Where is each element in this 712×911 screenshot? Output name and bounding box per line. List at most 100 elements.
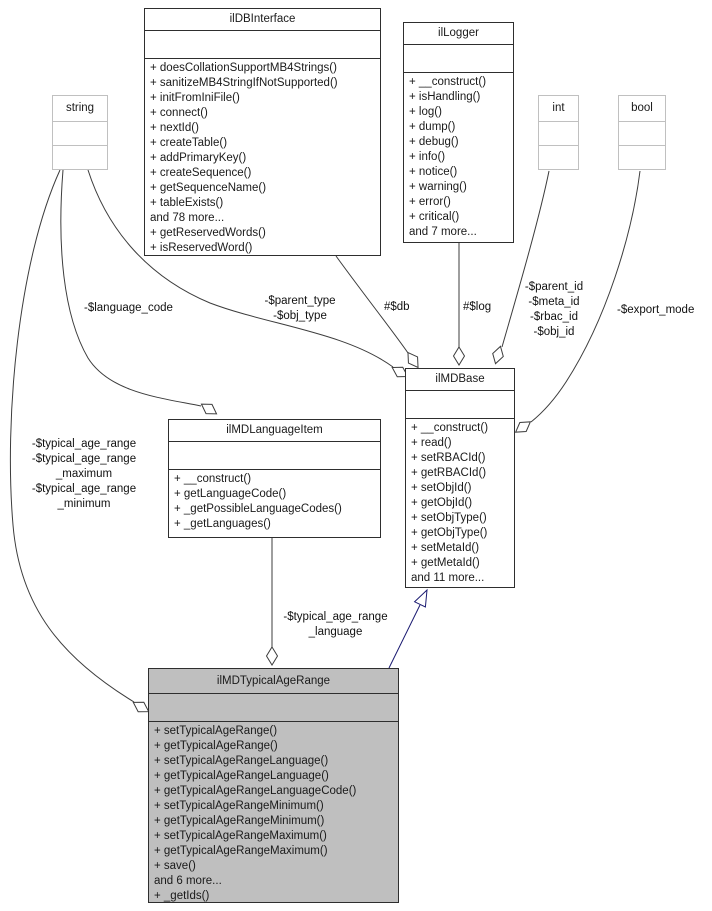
list-line: + __construct() bbox=[411, 422, 489, 434]
list-line: -$obj_id bbox=[533, 326, 575, 338]
edge-string-to-languageitem bbox=[60, 169, 202, 407]
list-line: + getLanguageCode() bbox=[174, 488, 287, 500]
list-line: + getTypicalAgeRangeLanguageCode() bbox=[154, 785, 357, 797]
type-empty-compartment bbox=[619, 122, 665, 146]
class-methods-ildbinterface: + doesCollationSupportMB4Strings()+ sani… bbox=[145, 59, 380, 256]
list-line: + getMetaId() bbox=[411, 557, 480, 569]
list-line: -$typical_age_range bbox=[283, 611, 388, 623]
edge-dbinterface-to-mdbase bbox=[335, 255, 409, 354]
list-line: + setMetaId() bbox=[411, 542, 480, 554]
list-line: + _getPossibleLanguageCodes() bbox=[174, 503, 342, 515]
type-empty-compartment bbox=[619, 146, 665, 169]
class-box-ilmdtypicalagerange: ilMDTypicalAgeRange + setTypicalAgeRange… bbox=[148, 668, 399, 903]
list-line: + notice() bbox=[409, 166, 458, 178]
type-title-bool: bool bbox=[619, 96, 665, 122]
list-line: -$typical_age_range bbox=[31, 453, 137, 465]
class-title-ildbinterface[interactable]: ilDBInterface bbox=[145, 9, 380, 31]
edge-label-language-code: -$language_code bbox=[84, 302, 173, 314]
edge-label-ids: -$parent_id -$meta_id -$rbac_id -$obj_id bbox=[515, 280, 593, 340]
class-methods-ilmdbase: + __construct() + read() + setRBACId() + ge… bbox=[406, 419, 514, 586]
type-box-bool: bool bbox=[618, 95, 666, 170]
type-empty-compartment bbox=[539, 122, 578, 146]
inheritance-arrowhead bbox=[413, 588, 428, 608]
class-box-ildbinterface: ilDBInterface + doesCollationSupportMB4S… bbox=[144, 8, 381, 256]
aggregation-diamond bbox=[407, 351, 419, 369]
list-line: + addPrimaryKey() bbox=[150, 152, 247, 164]
class-attributes-illogger bbox=[404, 45, 513, 73]
list-line: + createSequence() bbox=[150, 167, 252, 179]
edge-string-to-mdbase bbox=[87, 169, 394, 368]
list-line: + warning() bbox=[409, 181, 467, 193]
list-line: + __construct() bbox=[409, 76, 487, 88]
list-line: _maximum bbox=[55, 468, 113, 480]
edge-label-parent-type-obj-type: -$parent_type -$obj_type bbox=[252, 294, 348, 324]
list-line: + connect() bbox=[150, 107, 208, 119]
edge-bool-to-mdbase bbox=[530, 170, 641, 423]
list-line: + setObjId() bbox=[411, 482, 472, 494]
list-line: + getObjId() bbox=[411, 497, 473, 509]
list-line: and 11 more... bbox=[411, 572, 485, 584]
edge-string-to-typicalagerange bbox=[9, 169, 135, 703]
list-line: -$typical_age_range bbox=[31, 483, 137, 495]
class-title-ilmdbase[interactable]: ilMDBase bbox=[406, 369, 514, 391]
list-line: + getReservedWords() bbox=[150, 227, 266, 239]
list-line: + getTypicalAgeRangeLanguage() bbox=[154, 770, 329, 782]
edge-label-log: #$log bbox=[463, 301, 492, 313]
class-methods-ilmdlanguageitem: + __construct()+ getLanguageCode()+ _get… bbox=[169, 470, 380, 532]
list-line: + setTypicalAgeRange() bbox=[154, 725, 278, 737]
class-title-illogger[interactable]: ilLogger bbox=[404, 23, 513, 45]
list-line: + info() bbox=[409, 151, 446, 163]
aggregation-diamond bbox=[492, 345, 504, 365]
class-box-ilmdbase: ilMDBase + __construct() + read() + setRBA… bbox=[405, 368, 515, 588]
list-line: + debug() bbox=[409, 136, 459, 148]
list-line: + tableExists() bbox=[150, 197, 224, 209]
list-line: -$obj_type bbox=[273, 310, 327, 322]
list-line: + nextId() bbox=[150, 122, 199, 134]
list-line: + setTypicalAgeRangeMinimum() bbox=[154, 800, 324, 812]
list-line: and 7 more... bbox=[409, 226, 477, 238]
type-box-string: string bbox=[52, 95, 108, 170]
class-methods-illogger: + __construct()+ isHandling()+ log()+ du… bbox=[404, 73, 513, 240]
list-line: + critical() bbox=[409, 211, 460, 223]
list-line: -$meta_id bbox=[528, 296, 580, 308]
list-line: + getTypicalAgeRange() bbox=[154, 740, 278, 752]
list-line: + _getLanguages() bbox=[174, 518, 271, 530]
edge-int-to-mdbase bbox=[501, 170, 550, 348]
class-box-ilmdlanguageitem: ilMDLanguageItem + __construct()+ getLan… bbox=[168, 419, 381, 538]
list-line: + getTypicalAgeRangeMinimum() bbox=[154, 815, 325, 827]
list-line: + sanitizeMB4StringIfNotSupported() bbox=[150, 77, 338, 89]
class-attributes-ilmdtypicalagerange bbox=[149, 694, 398, 722]
class-box-illogger: ilLogger + __construct()+ isHandling()+ … bbox=[403, 22, 514, 243]
list-line: + setRBACId() bbox=[411, 452, 486, 464]
class-methods-ilmdtypicalagerange: + setTypicalAgeRange() + getTypicalAgeRan… bbox=[149, 722, 398, 904]
list-line: + getRBACId() bbox=[411, 467, 487, 479]
edge-label-db: #$db bbox=[384, 301, 410, 313]
class-title-ilmdlanguageitem[interactable]: ilMDLanguageItem bbox=[169, 420, 380, 442]
list-line: + getObjType() bbox=[411, 527, 488, 539]
type-empty-compartment bbox=[53, 146, 107, 169]
list-line: + setTypicalAgeRangeMaximum() bbox=[154, 830, 327, 842]
list-line: + read() bbox=[411, 437, 452, 449]
class-attributes-ilmdbase bbox=[406, 391, 514, 419]
list-line: + dump() bbox=[409, 121, 456, 133]
edge-label-typical-age-range-language: -$typical_age_range_language bbox=[277, 610, 394, 640]
type-empty-compartment bbox=[53, 122, 107, 146]
list-line: + getTypicalAgeRangeMaximum() bbox=[154, 845, 328, 857]
list-line: -$typical_age_range bbox=[31, 438, 137, 450]
list-line: + getSequenceName() bbox=[150, 182, 267, 194]
list-line: -$parent_type bbox=[264, 295, 336, 307]
edge-label-export-mode: -$export_mode bbox=[617, 304, 695, 316]
class-attributes-ildbinterface bbox=[145, 31, 380, 59]
aggregation-diamond bbox=[200, 403, 218, 415]
list-line: + initFromIniFile() bbox=[150, 92, 240, 104]
type-title-int: int bbox=[539, 96, 578, 122]
list-line: + error() bbox=[409, 196, 451, 208]
edge-label-typical-age-range-min-max: -$typical_age_range -$typical_age_range _m… bbox=[28, 437, 140, 512]
type-box-int: int bbox=[538, 95, 579, 170]
aggregation-diamond bbox=[514, 421, 532, 433]
list-line: -$rbac_id bbox=[530, 311, 578, 323]
list-line: + isReservedWord() bbox=[150, 242, 253, 254]
class-attributes-ilmdlanguageitem bbox=[169, 442, 380, 470]
list-line: -$parent_id bbox=[524, 281, 584, 293]
aggregation-diamond bbox=[452, 346, 466, 366]
